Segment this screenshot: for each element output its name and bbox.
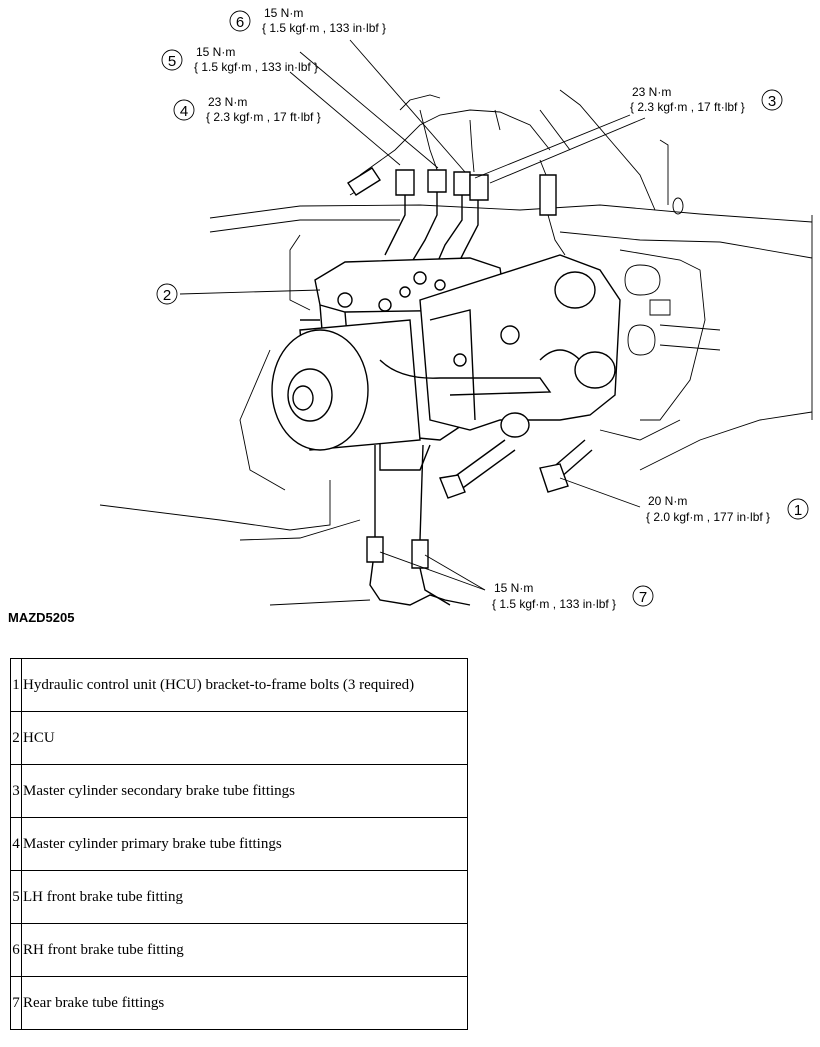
- tube-fittings-top: [395, 169, 489, 201]
- pump-motor: [271, 319, 421, 451]
- legend-description: Rear brake tube fittings: [21, 976, 468, 1030]
- legend-description: RH front brake tube fitting: [21, 923, 468, 977]
- svg-text:23 N·m: 23 N·m: [208, 95, 247, 109]
- legend-description: Master cylinder secondary brake tube fit…: [21, 764, 468, 818]
- legend-description: HCU: [21, 711, 468, 765]
- svg-text:23 N·m: 23 N·m: [632, 85, 671, 99]
- legend-number: 1: [10, 658, 22, 712]
- legend-row: 4 Master cylinder primary brake tube fit…: [10, 817, 468, 871]
- svg-text:15 N·m: 15 N·m: [494, 581, 533, 595]
- callout-1: 1 20 N·m { 2.0 kgf·m , 177 in·lbf }: [646, 494, 809, 524]
- svg-text:{ 1.5 kgf·m , 133 in·lbf }: { 1.5 kgf·m , 133 in·lbf }: [194, 60, 318, 74]
- svg-text:1: 1: [794, 502, 802, 519]
- bracket-bolts: [439, 439, 593, 499]
- svg-text:15 N·m: 15 N·m: [196, 45, 235, 59]
- legend-number: 6: [10, 923, 22, 977]
- legend-row: 5 LH front brake tube fitting: [10, 870, 468, 924]
- legend-row: 6 RH front brake tube fitting: [10, 923, 468, 977]
- leader-lines: [179, 39, 646, 591]
- legend-number: 4: [10, 817, 22, 871]
- legend-number: 3: [10, 764, 22, 818]
- legend-row: 1 Hydraulic control unit (HCU) bracket-t…: [10, 658, 468, 712]
- svg-text:6: 6: [236, 14, 244, 31]
- rear-brake-tubes: [269, 444, 471, 606]
- brake-tubes: [289, 109, 566, 311]
- svg-text:{ 1.5 kgf·m , 133 in·lbf }: { 1.5 kgf·m , 133 in·lbf }: [262, 21, 386, 35]
- hcu-bracket: [379, 254, 621, 438]
- svg-text:{ 1.5 kgf·m , 133 in·lbf }: { 1.5 kgf·m , 133 in·lbf }: [492, 597, 616, 611]
- legend-number: 2: [10, 711, 22, 765]
- legend-number: 5: [10, 870, 22, 924]
- svg-text:{ 2.0 kgf·m , 177 in·lbf }: { 2.0 kgf·m , 177 in·lbf }: [646, 510, 770, 524]
- svg-text:5: 5: [168, 53, 176, 70]
- svg-text:7: 7: [639, 589, 647, 606]
- legend-table: 1 Hydraulic control unit (HCU) bracket-t…: [10, 658, 468, 1030]
- legend-number: 7: [10, 976, 22, 1030]
- legend-description: LH front brake tube fitting: [21, 870, 468, 924]
- svg-text:4: 4: [180, 103, 188, 120]
- svg-text:{ 2.3 kgf·m , 17 ft·lbf }: { 2.3 kgf·m , 17 ft·lbf }: [206, 110, 321, 124]
- svg-text:3: 3: [768, 93, 776, 110]
- legend-row: 7 Rear brake tube fittings: [10, 976, 468, 1030]
- svg-text:15 N·m: 15 N·m: [264, 6, 303, 20]
- legend-row: 3 Master cylinder secondary brake tube f…: [10, 764, 468, 818]
- callout-markers: 6 15 N·m { 1.5 kgf·m , 133 in·lbf } 5 15…: [156, 6, 809, 611]
- legend-description: Hydraulic control unit (HCU) bracket-to-…: [21, 658, 468, 712]
- callout-7: 7 15 N·m { 1.5 kgf·m , 133 in·lbf }: [492, 581, 654, 611]
- legend-description: Master cylinder primary brake tube fitti…: [21, 817, 468, 871]
- svg-text:20 N·m: 20 N·m: [648, 494, 687, 508]
- svg-text:2: 2: [163, 287, 171, 304]
- figure-id: MAZD5205: [8, 610, 75, 625]
- callout-2: 2: [156, 283, 178, 305]
- hcu-diagram: 6 15 N·m { 1.5 kgf·m , 133 in·lbf } 5 15…: [99, 6, 813, 611]
- callout-5: 5 15 N·m { 1.5 kgf·m , 133 in·lbf }: [161, 45, 318, 74]
- legend-row: 2 HCU: [10, 711, 468, 765]
- svg-text:{ 2.3 kgf·m , 17 ft·lbf }: { 2.3 kgf·m , 17 ft·lbf }: [630, 100, 745, 114]
- frame-outline: [99, 89, 813, 541]
- callout-6: 6 15 N·m { 1.5 kgf·m , 133 in·lbf }: [229, 6, 386, 35]
- callout-3: 3 23 N·m { 2.3 kgf·m , 17 ft·lbf }: [630, 85, 783, 114]
- callout-4: 4 23 N·m { 2.3 kgf·m , 17 ft·lbf }: [173, 95, 321, 124]
